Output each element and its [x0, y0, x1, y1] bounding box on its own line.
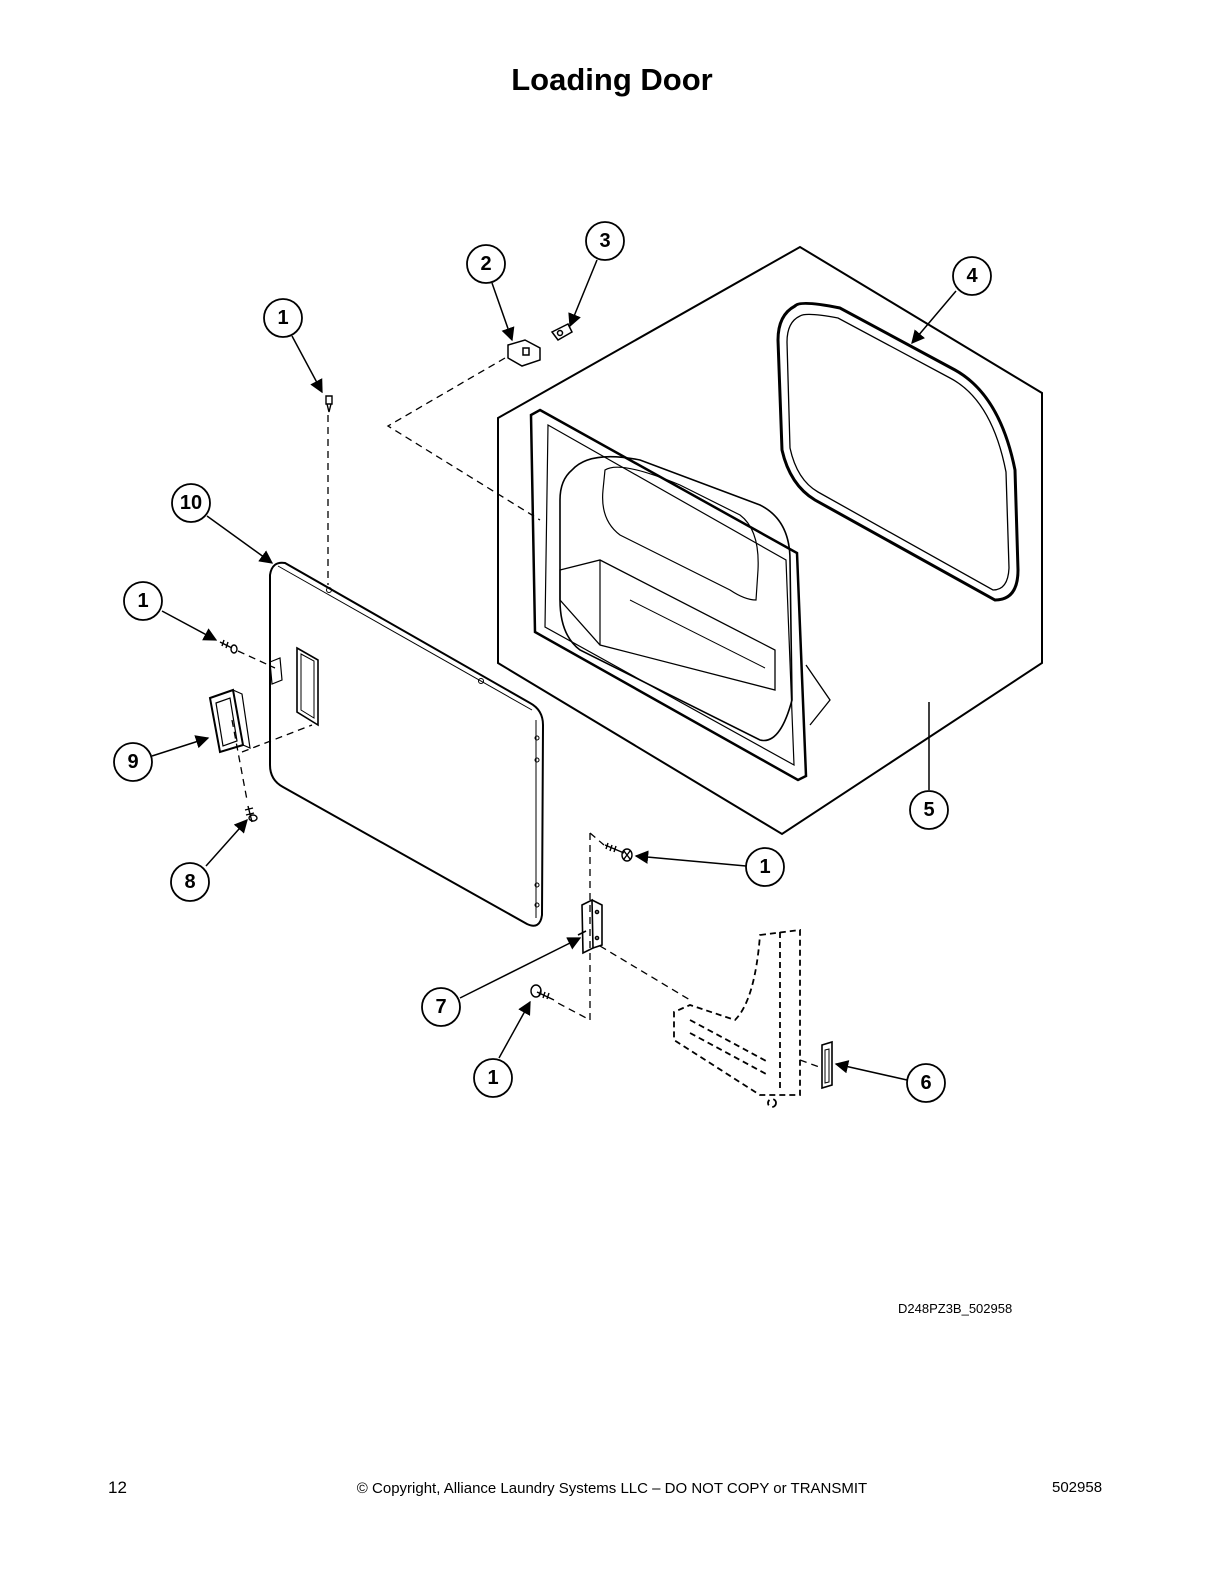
- page-title: Loading Door: [511, 62, 713, 97]
- document-number: 502958: [1052, 1479, 1103, 1496]
- copyright-notice: © Copyright, Alliance Laundry Systems LL…: [356, 1480, 868, 1497]
- svg-text:2: 2: [480, 253, 491, 275]
- callout-2-strike-bracket: 2: [466, 244, 506, 284]
- drawing-code: D248PZ3B_502958: [898, 1301, 1013, 1316]
- svg-text:1: 1: [759, 856, 770, 878]
- svg-text:7: 7: [435, 996, 446, 1018]
- svg-text:1: 1: [137, 590, 148, 612]
- cabinet-front-panel: [497, 245, 1043, 836]
- callout-1-hinge-screw-upper: 1: [745, 847, 785, 887]
- strike-bracket: [507, 339, 541, 367]
- callout-8-handle-screw: 8: [170, 862, 210, 902]
- callout-10-door-panel: 10: [171, 483, 211, 523]
- callout-3-latch: 3: [585, 221, 625, 261]
- callout-6-strike: 6: [906, 1063, 946, 1103]
- door-gasket: [776, 301, 1020, 602]
- callout-9-handle: 9: [113, 742, 153, 782]
- door-handle: [208, 688, 251, 754]
- svg-text:3: 3: [599, 230, 610, 252]
- callout-4-gasket: 4: [952, 256, 992, 296]
- page-number: 12: [108, 1478, 127, 1497]
- screw-handle: [244, 805, 258, 823]
- screw-top: [325, 395, 333, 413]
- door-latch: [550, 322, 573, 341]
- callout-5-front-panel: 5: [909, 790, 949, 830]
- door-hinge: [577, 898, 603, 955]
- svg-text:1: 1: [277, 307, 288, 329]
- callout-7-hinge: 7: [421, 987, 461, 1027]
- callout-1-door-screw: 1: [123, 581, 163, 621]
- svg-text:4: 4: [966, 265, 978, 287]
- svg-text:10: 10: [180, 492, 202, 514]
- svg-text:1: 1: [487, 1067, 498, 1089]
- svg-text:8: 8: [184, 871, 195, 893]
- hinge-mount-bracket: [673, 928, 801, 1108]
- assembly-lines: [231, 357, 823, 1069]
- leader-lines: [151, 259, 957, 1081]
- callout-1-top-screw: 1: [263, 298, 303, 338]
- screw-hinge-upper: [604, 842, 633, 862]
- callout-1-hinge-screw-lower: 1: [473, 1058, 513, 1098]
- loading-door-panel: [269, 561, 545, 927]
- svg-text:9: 9: [127, 751, 138, 773]
- svg-text:5: 5: [923, 799, 934, 821]
- screw-door-side: [219, 639, 238, 654]
- svg-text:6: 6: [920, 1072, 931, 1094]
- screw-hinge-lower: [530, 984, 555, 1001]
- door-strike: [821, 1040, 833, 1090]
